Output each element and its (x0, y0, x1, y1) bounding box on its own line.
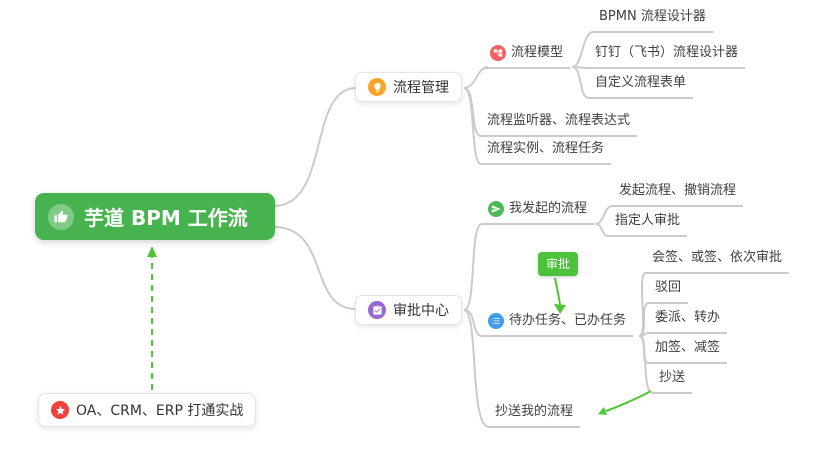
node-label: 流程管理 (393, 80, 449, 96)
lightbulb-icon (368, 78, 386, 96)
approval-tag-label: 审批 (546, 257, 571, 271)
node-initiate-cancel[interactable]: 发起流程、撤销流程 (612, 179, 744, 207)
node-todo-done[interactable]: 待办任务、已办任务 (481, 309, 634, 337)
clipboard-check-icon (368, 301, 386, 319)
root-label: 芋道 BPM 工作流 (84, 206, 248, 230)
node-label: 流程模型 (511, 45, 564, 60)
node-label: OA、CRM、ERP 打通实战 (76, 403, 244, 419)
node-listener-expression[interactable]: 流程监听器、流程表达式 (480, 109, 638, 137)
node-reject[interactable]: 驳回 (648, 276, 689, 304)
node-process-model[interactable]: 流程模型 (483, 41, 571, 69)
node-bpmn-designer[interactable]: BPMN 流程设计器 (592, 5, 713, 33)
node-custom-form[interactable]: 自定义流程表单 (588, 71, 694, 99)
task-list-icon (488, 313, 504, 329)
node-approval-center[interactable]: 审批中心 (355, 295, 462, 325)
cc-arrowhead (598, 407, 607, 415)
oa-arrowhead (147, 246, 157, 257)
approval-tag: 审批 (538, 252, 579, 276)
node-label: 审批中心 (393, 303, 449, 319)
node-label: 会签、或签、依次审批 (652, 250, 783, 265)
node-label: BPMN 流程设计器 (599, 9, 706, 24)
node-process-management[interactable]: 流程管理 (355, 72, 462, 102)
node-label: 发起流程、撤销流程 (619, 183, 737, 198)
gray-branch-curves (273, 31, 654, 428)
green-relation-arrows (147, 246, 652, 415)
thumbs-up-icon (48, 203, 74, 230)
node-label: 我发起的流程 (509, 201, 588, 216)
node-my-initiated[interactable]: 我发起的流程 (481, 197, 595, 225)
node-label: 钉钉（飞书）流程设计器 (595, 45, 739, 60)
node-label: 自定义流程表单 (595, 75, 687, 90)
node-label: 驳回 (655, 280, 682, 295)
node-label: 抄送我的流程 (495, 404, 574, 419)
node-assignee-approval[interactable]: 指定人审批 (608, 209, 688, 237)
node-cc[interactable]: 抄送 (652, 366, 693, 394)
node-label: 抄送 (659, 370, 686, 385)
send-icon (488, 201, 504, 217)
node-label: 加签、减签 (655, 340, 721, 355)
node-cc-my-process[interactable]: 抄送我的流程 (488, 400, 581, 428)
node-add-remove-sign[interactable]: 加签、减签 (648, 336, 728, 364)
node-dingtalk-designer[interactable]: 钉钉（飞书）流程设计器 (588, 41, 746, 69)
flow-tree-icon (490, 45, 506, 61)
node-label: 指定人审批 (615, 213, 681, 228)
cc-arrow (605, 390, 652, 412)
node-label: 待办任务、已办任务 (509, 313, 627, 328)
star-icon (51, 401, 69, 419)
node-delegate-transfer[interactable]: 委派、转办 (648, 306, 728, 334)
node-oa-crm-erp[interactable]: OA、CRM、ERP 打通实战 (38, 393, 257, 427)
root-node[interactable]: 芋道 BPM 工作流 (35, 193, 275, 240)
approval-arrowhead (554, 304, 566, 314)
node-countersign[interactable]: 会签、或签、依次审批 (645, 246, 790, 274)
node-instance-task[interactable]: 流程实例、流程任务 (480, 137, 612, 165)
approval-arrow (554, 277, 561, 306)
node-label: 流程监听器、流程表达式 (487, 113, 631, 128)
node-label: 委派、转办 (655, 310, 721, 325)
node-label: 流程实例、流程任务 (487, 141, 605, 156)
